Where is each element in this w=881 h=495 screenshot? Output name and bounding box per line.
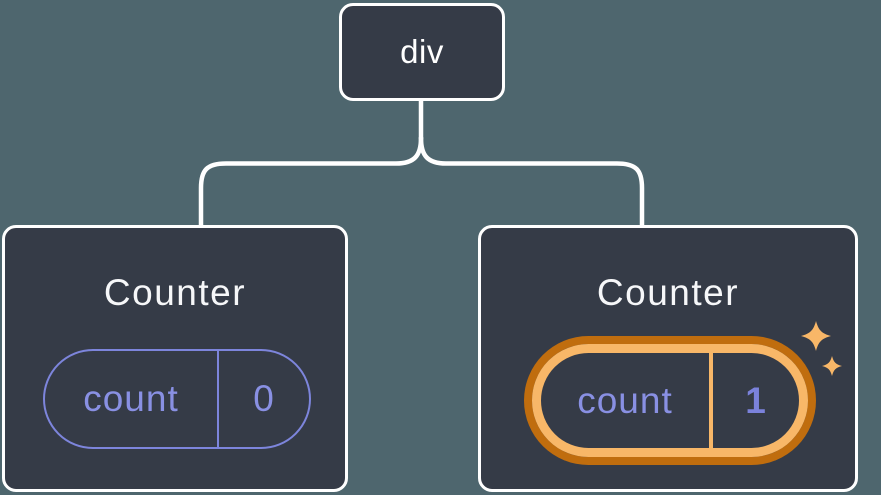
- state-pill-divider: [217, 351, 219, 447]
- state-key-label: count: [577, 379, 673, 421]
- tree-node-counter-right: Counter count 1: [478, 225, 858, 492]
- state-pill-divider: [709, 353, 713, 448]
- state-key-label: count: [83, 378, 179, 419]
- tree-node-div-label: div: [400, 33, 444, 70]
- connector-left-branch: [198, 135, 424, 230]
- state-pill-count-1: count 1: [532, 344, 808, 457]
- state-pill-count-0: count 0: [43, 349, 311, 449]
- tree-node-counter-left: Counter count 0: [2, 225, 348, 492]
- state-value: 0: [253, 378, 275, 419]
- connector-right-branch: [418, 135, 645, 230]
- counter-title: Counter: [103, 272, 247, 313]
- counter-title: Counter: [596, 272, 740, 313]
- state-value: 1: [745, 379, 767, 421]
- tree-node-div: div: [339, 3, 505, 101]
